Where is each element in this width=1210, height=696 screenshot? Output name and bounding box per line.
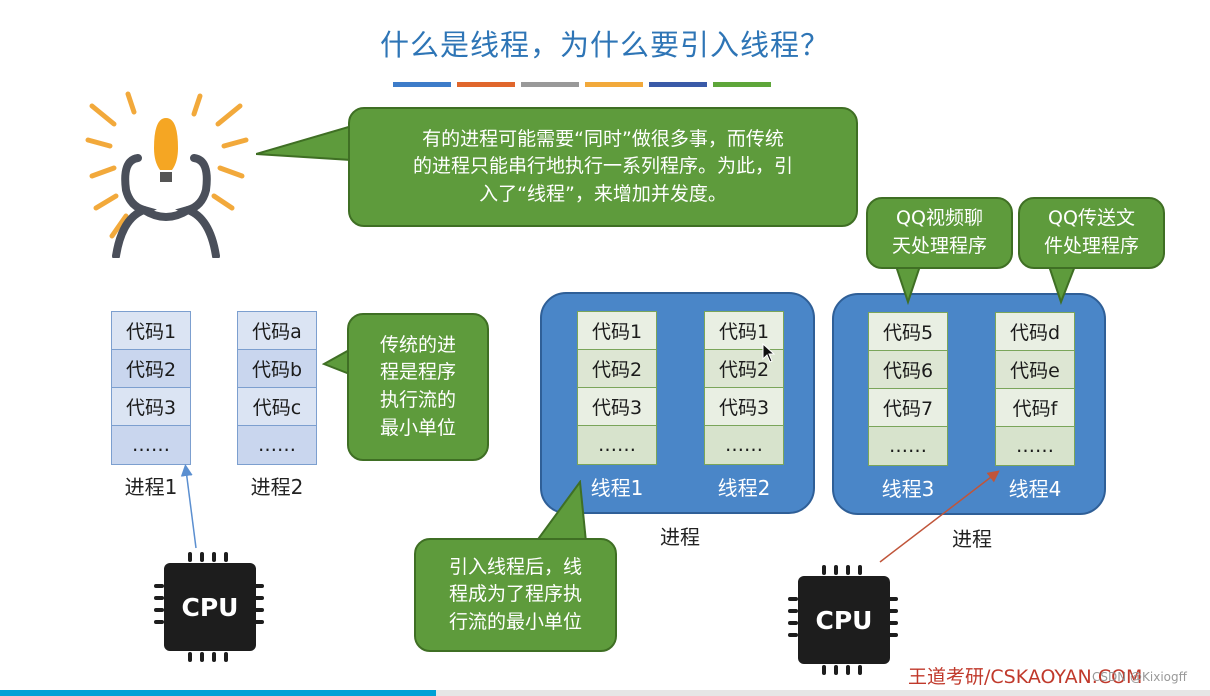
- top-explanation-bubble: 有的进程可能需要“同时”做很多事，而传统 的进程只能串行地执行一系列程序。为此，…: [348, 107, 858, 227]
- process2-label: 进程2: [250, 475, 304, 499]
- code-cell: 代码3: [112, 388, 190, 426]
- thread2-code-column: 代码1 代码2 代码3 ……: [704, 311, 784, 465]
- code-cell: 代码6: [869, 351, 947, 389]
- thread3-code-column: 代码5 代码6 代码7 ……: [868, 312, 948, 466]
- video-progress-fill: [0, 690, 436, 696]
- cpu-1-label: CPU: [164, 563, 256, 651]
- code-cell: 代码b: [238, 350, 316, 388]
- code-cell: 代码e: [996, 351, 1074, 389]
- thread4-label: 线程4: [1008, 477, 1062, 501]
- title-stripe-5: [649, 82, 707, 87]
- code-cell: ……: [238, 426, 316, 464]
- cpu-2-label: CPU: [798, 576, 890, 664]
- qq-video-bubble: QQ视频聊 天处理程序: [866, 197, 1013, 269]
- code-cell: ……: [705, 426, 783, 464]
- code-cell: 代码1: [705, 312, 783, 350]
- title-stripe-4: [585, 82, 643, 87]
- watermark: CSDN @Kixiogff: [1092, 670, 1187, 684]
- code-cell: 代码f: [996, 389, 1074, 427]
- thinking-person-icon: [85, 91, 249, 258]
- footer-brand: 王道考研/CSKAOYAN.COM: [908, 666, 1143, 688]
- cpu1-arrow: [180, 464, 197, 549]
- code-cell: 代码2: [112, 350, 190, 388]
- qq-file-bubble: QQ传送文 件处理程序: [1018, 197, 1165, 269]
- code-cell: 代码1: [578, 312, 656, 350]
- code-cell: 代码3: [705, 388, 783, 426]
- mouse-cursor-icon: [762, 343, 776, 363]
- page-title: 什么是线程，为什么要引入线程？: [379, 28, 830, 62]
- code-cell: ……: [578, 426, 656, 464]
- thread3-label: 线程3: [881, 477, 935, 501]
- code-cell: 代码d: [996, 313, 1074, 351]
- cpu-1-chip: CPU: [150, 552, 270, 662]
- process2-code-column: 代码a 代码b 代码c ……: [237, 311, 317, 465]
- title-stripe-2: [457, 82, 515, 87]
- title-stripe-6: [713, 82, 771, 87]
- code-cell: ……: [996, 427, 1074, 465]
- video-progress-bar[interactable]: [0, 690, 1210, 696]
- thread2-label: 线程2: [717, 476, 771, 500]
- code-cell: 代码7: [869, 389, 947, 427]
- code-cell: 代码2: [578, 350, 656, 388]
- title-stripe-3: [521, 82, 579, 87]
- process-box-1-label: 进程: [660, 525, 700, 549]
- code-cell: 代码2: [705, 350, 783, 388]
- thread4-code-column: 代码d 代码e 代码f ……: [995, 312, 1075, 466]
- process1-code-column: 代码1 代码2 代码3 ……: [111, 311, 191, 465]
- title-stripe-1: [393, 82, 451, 87]
- code-cell: 代码c: [238, 388, 316, 426]
- thread1-code-column: 代码1 代码2 代码3 ……: [577, 311, 657, 465]
- process-box-2-label: 进程: [952, 527, 992, 551]
- code-cell: 代码5: [869, 313, 947, 351]
- code-cell: 代码a: [238, 312, 316, 350]
- qq-file-bubble-tail: [1047, 266, 1077, 305]
- code-cell: ……: [112, 426, 190, 464]
- code-cell: 代码1: [112, 312, 190, 350]
- process1-label: 进程1: [124, 475, 178, 499]
- thread-min-unit-bubble: 引入线程后，线 程成为了程序执 行流的最小单位: [414, 538, 617, 652]
- code-cell: ……: [869, 427, 947, 465]
- cpu2-arrow: [879, 470, 1000, 563]
- qq-video-bubble-tail: [894, 266, 922, 306]
- code-cell: 代码3: [578, 388, 656, 426]
- thread1-label: 线程1: [590, 476, 644, 500]
- traditional-process-bubble: 传统的进 程是程序 执行流的 最小单位: [347, 313, 489, 461]
- cpu-2-chip: CPU: [784, 565, 904, 675]
